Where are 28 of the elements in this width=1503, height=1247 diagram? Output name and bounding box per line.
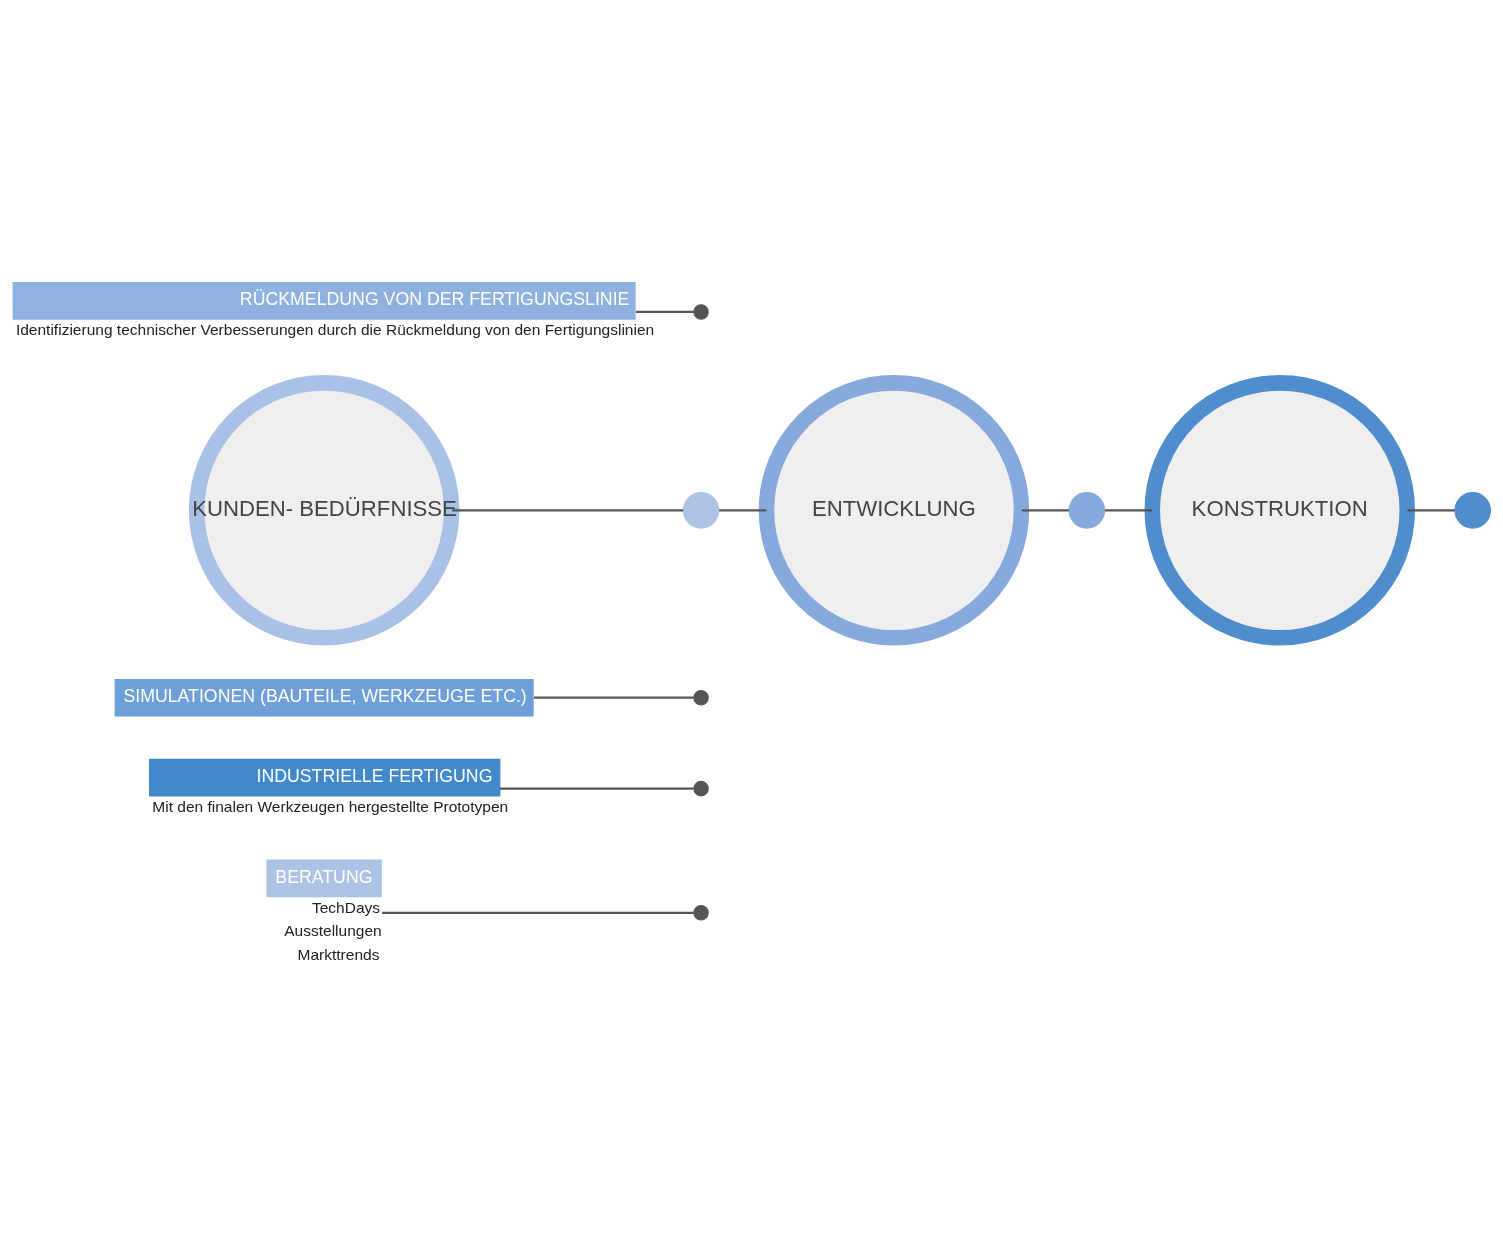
node-circle: KUNDEN- BEDÜRFNISSE xyxy=(188,374,460,646)
node-box: BERATUNG xyxy=(266,859,382,897)
node-circle xyxy=(693,303,709,320)
node-label: Identifizierung technischer Verbesserungen durch die Rückmeldung von den Fertigungslinien xyxy=(15,320,655,338)
connector xyxy=(719,508,767,511)
node-box: INDUSTRIELLE FERTIGUNG xyxy=(148,758,501,796)
node-circle xyxy=(1068,491,1106,529)
connector xyxy=(635,310,694,313)
node-circle: KONSTRUKTION xyxy=(1144,374,1415,646)
node-circle xyxy=(682,491,720,529)
node-label: Ausstellungen xyxy=(284,921,382,939)
node-circle xyxy=(693,780,709,796)
node-box: SIMULATIONEN (BAUTEILE, WERKZEUGE ETC.) xyxy=(114,678,534,717)
node-circle xyxy=(1454,491,1491,529)
connector xyxy=(382,911,694,914)
node-label: Mit den finalen Werkzeugen hergestellte Prototypen xyxy=(152,797,509,815)
node-circle xyxy=(693,904,709,921)
connector xyxy=(1407,508,1455,511)
connector xyxy=(1021,508,1070,511)
node-label: TechDays xyxy=(311,898,381,916)
connector xyxy=(452,508,684,511)
node-box: RÜCKMELDUNG VON DER FERTIGUNGSLINIE xyxy=(12,281,636,320)
connector xyxy=(499,787,694,790)
node-label: Markttrends xyxy=(297,945,380,963)
connector xyxy=(533,696,694,699)
node-circle xyxy=(693,689,709,705)
node-circle: ENTWICKLUNG xyxy=(758,374,1030,646)
connector xyxy=(1104,508,1153,511)
